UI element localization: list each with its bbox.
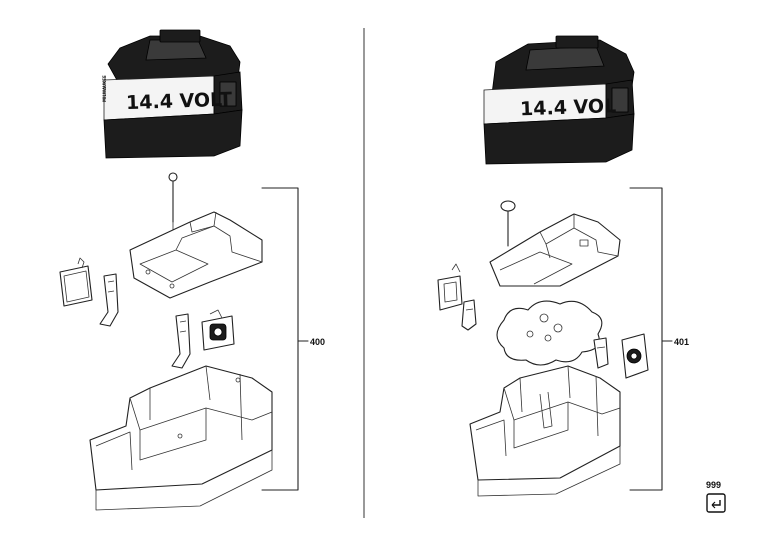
brand-text-left: MILWAUKEE (102, 75, 107, 102)
thermistor-plate-right (621, 333, 649, 379)
bottom-housing-left (89, 365, 273, 511)
reference-number-400: 400 (310, 337, 325, 347)
screw-right (500, 200, 516, 247)
reference-number-999: 999 (706, 480, 721, 490)
voltage-label-right: 14.4 VOL (520, 95, 617, 120)
terminal-left-2 (171, 313, 191, 369)
contact-plate-right (437, 263, 463, 311)
bracket-right (629, 187, 673, 491)
kit-packaging-icon (706, 493, 726, 513)
insulation-pad-right (496, 300, 603, 366)
top-housing-right (489, 213, 621, 287)
voltage-label-left: 14.4 VOLT (126, 88, 233, 114)
terminal-left-1 (99, 273, 119, 327)
bracket-left (261, 187, 309, 491)
terminal-right-2 (593, 337, 609, 369)
battery-pack-right: 14.4 VOL (483, 35, 635, 165)
reference-number-401: 401 (674, 337, 689, 347)
terminal-right-1 (461, 299, 477, 331)
top-housing-left (129, 211, 263, 299)
contact-plate-left (59, 257, 93, 307)
bottom-housing-right (469, 365, 621, 497)
battery-pack-left: 14.4 VOLT MILWAUKEE (102, 29, 243, 159)
thermistor-plate-left (201, 309, 235, 351)
